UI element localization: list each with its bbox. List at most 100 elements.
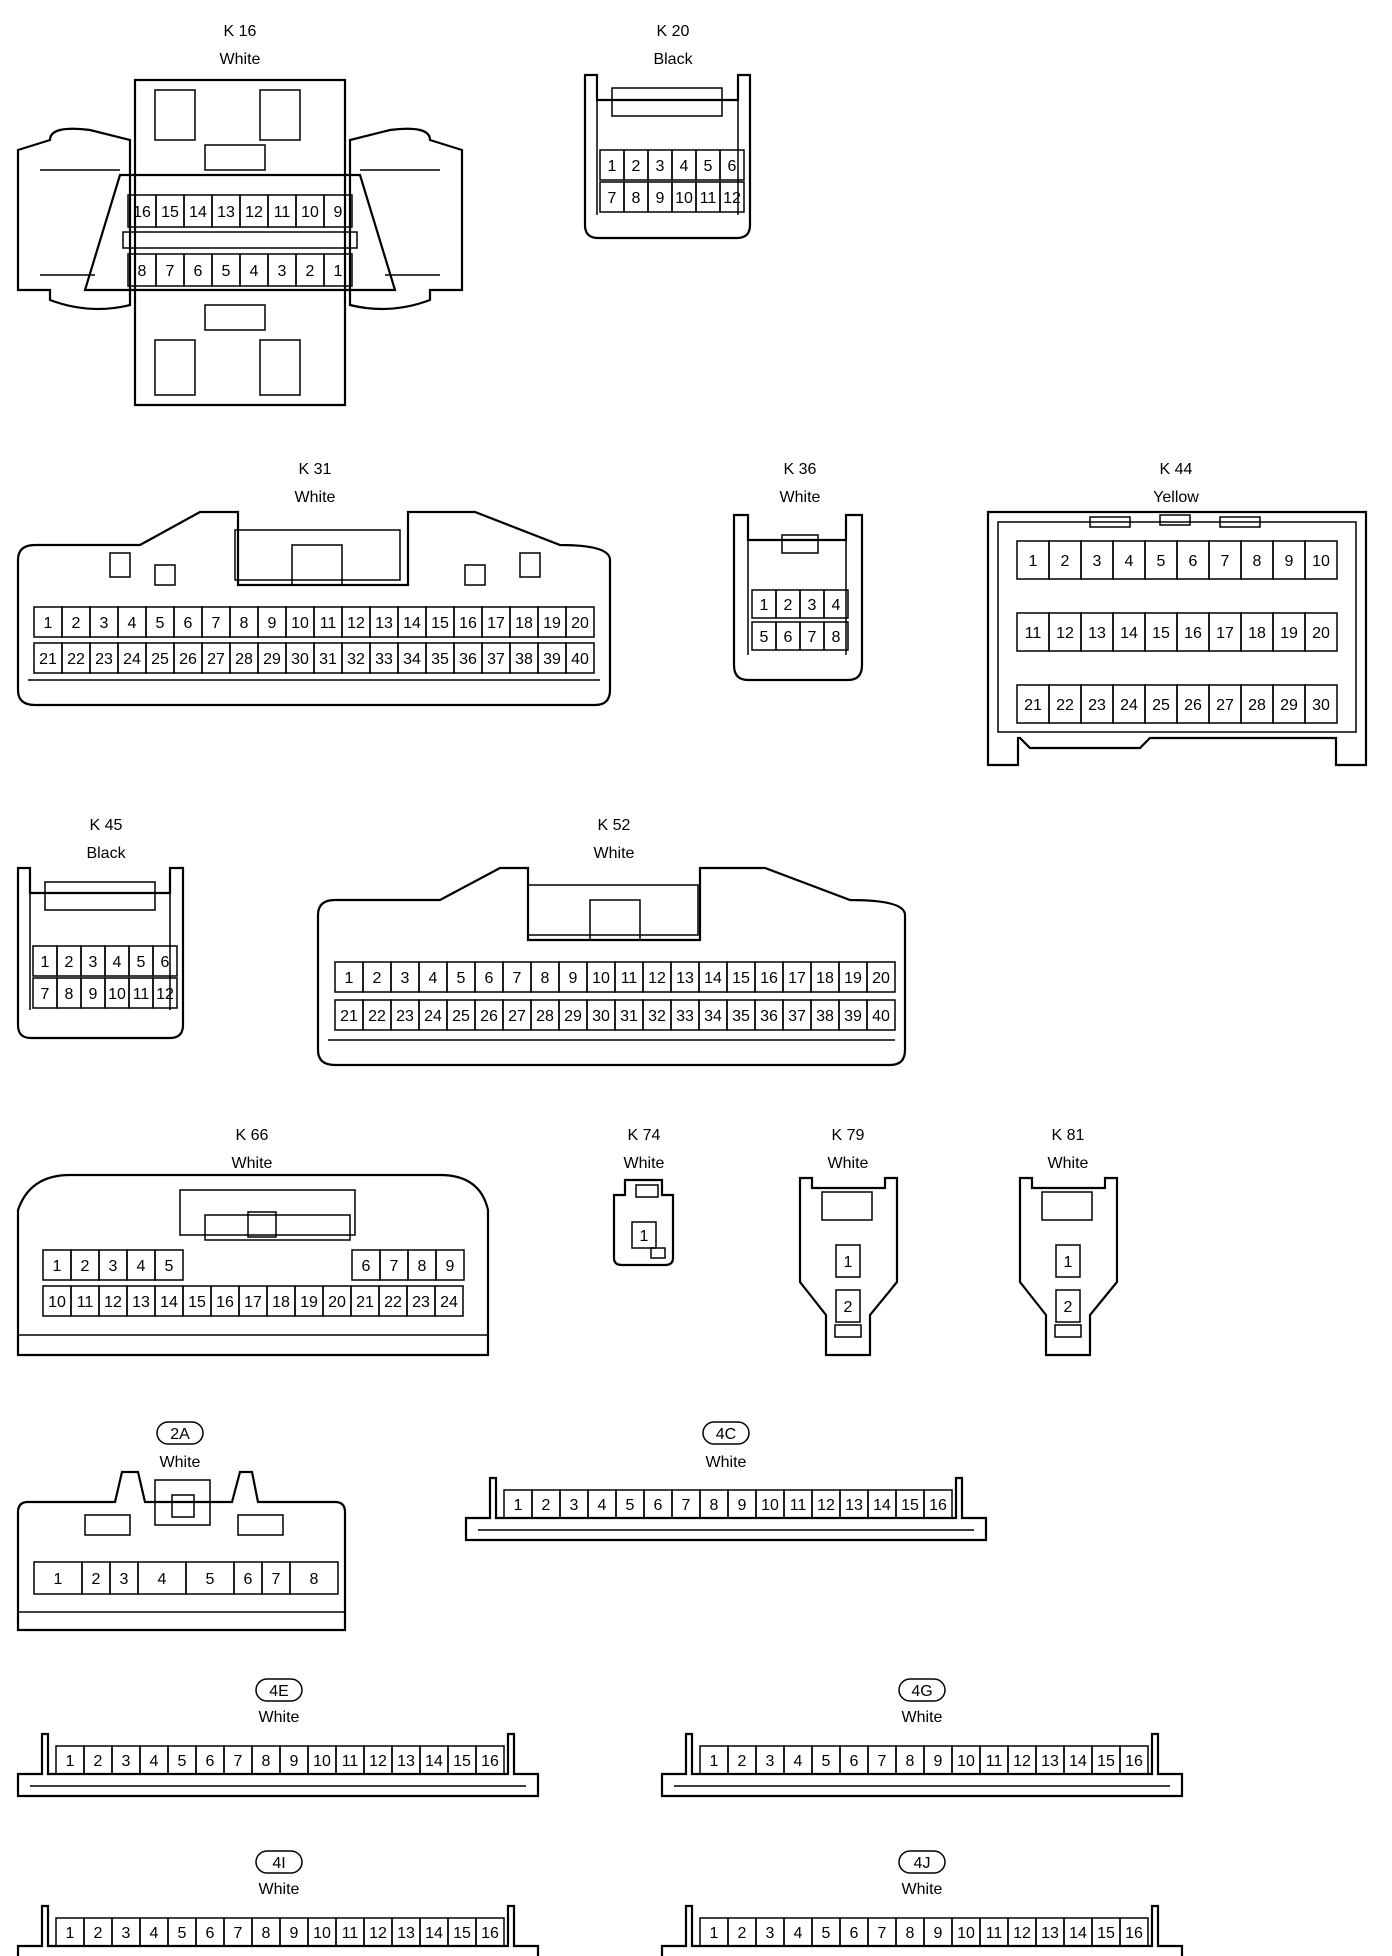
k31-pin-31-label: 31: [319, 651, 337, 668]
color-k31: White: [295, 489, 336, 506]
k20-pin-12-label: 12: [723, 190, 741, 207]
k81-pins: 12: [1055, 1244, 1081, 1323]
k52-pin-1-label: 1: [345, 970, 354, 987]
c2a-housing: [16, 1470, 347, 1632]
k45-pin-8-label: 8: [65, 986, 74, 1003]
k45-pin-6-label: 6: [161, 954, 170, 971]
k52-pin-30-label: 30: [592, 1008, 610, 1025]
k31-pin-15-label: 15: [431, 615, 449, 632]
k31-pin-1-label: 1: [44, 615, 53, 632]
c4c-pin-7-label: 7: [682, 1497, 691, 1514]
c4e-pin-6-label: 6: [206, 1753, 215, 1770]
c4e-pin-2-label: 2: [94, 1753, 103, 1770]
k44-pin-26-label: 26: [1184, 697, 1202, 714]
k31-pin-23-label: 23: [95, 651, 113, 668]
k79-pins: 12: [835, 1244, 861, 1323]
k16-pin-9-cell: [323, 194, 353, 228]
k44-pin-5-label: 5: [1157, 553, 1166, 570]
k31-pin-17-label: 17: [487, 615, 505, 632]
c4i-pin-16-label: 16: [481, 1925, 499, 1942]
k20-pin-5-label: 5: [704, 158, 713, 175]
k66-pin-8-label: 8: [418, 1258, 427, 1275]
k31-pin-4-label: 4: [128, 615, 137, 632]
c4j-pin-9-label: 9: [934, 1925, 943, 1942]
k66-pin-2-label: 2: [81, 1258, 90, 1275]
c4j-pin-11-label: 11: [986, 1925, 1003, 1942]
k31-pin-10-label: 10: [291, 615, 309, 632]
k52-pin-14-label: 14: [704, 970, 722, 987]
k16-pin-7-label: 7: [166, 263, 175, 280]
k31-pin-26-label: 26: [179, 651, 197, 668]
k16-pin-16-label: 16: [133, 204, 151, 221]
k81-pin-1-cell: [1055, 1244, 1081, 1278]
k20-pin-10-label: 10: [675, 190, 693, 207]
k44-pin-17-label: 17: [1216, 625, 1234, 642]
k52-pin-18-label: 18: [816, 970, 834, 987]
k52-pin-10-label: 10: [592, 970, 610, 987]
c4i-pin-8-label: 8: [262, 1925, 271, 1942]
c4e-pin-13-label: 13: [397, 1753, 415, 1770]
badge-4j-outline: [898, 1850, 946, 1874]
badge-4e-outline: [255, 1678, 303, 1702]
c4j-pin-6-label: 6: [850, 1925, 859, 1942]
c4c-pin-15-label: 15: [901, 1497, 919, 1514]
k52-pin-5-label: 5: [457, 970, 466, 987]
k16-pin-9-label: 9: [334, 204, 343, 221]
k16-pin-10-label: 10: [301, 204, 319, 221]
k66-pin-24-label: 24: [440, 1294, 458, 1311]
c4c-pin-14-label: 14: [873, 1497, 891, 1514]
k31-pin-36-label: 36: [459, 651, 477, 668]
k52-pin-37-label: 37: [788, 1008, 806, 1025]
title-k36: K 36: [784, 461, 817, 478]
c4i-pin-16-cell: [475, 1917, 505, 1947]
k79-pin-1-label: 1: [844, 1254, 853, 1271]
c4i-pin-12-label: 12: [369, 1925, 387, 1942]
k44-pin-24-label: 24: [1120, 697, 1138, 714]
k20-pin-1-label: 1: [608, 158, 617, 175]
k31-pin-30-label: 30: [291, 651, 309, 668]
k44-pin-25-label: 25: [1152, 697, 1170, 714]
k44-pin-3-label: 3: [1093, 553, 1102, 570]
c4e-pin-5-label: 5: [178, 1753, 187, 1770]
k20-pin-3-label: 3: [656, 158, 665, 175]
c4j-pin-4-label: 4: [794, 1925, 803, 1942]
k66-pin-3-label: 3: [109, 1258, 118, 1275]
k66-pin-4-label: 4: [137, 1258, 146, 1275]
k81-pin-1-label: 1: [1064, 1254, 1073, 1271]
k45-pin-3-label: 3: [89, 954, 98, 971]
k31-pin-16-label: 16: [459, 615, 477, 632]
k20-pin-7-label: 7: [608, 190, 617, 207]
k66-pin-10-label: 10: [48, 1294, 66, 1311]
c4e-pin-4-label: 4: [150, 1753, 159, 1770]
k52-pin-25-label: 25: [452, 1008, 470, 1025]
c4g-pin-1-label: 1: [710, 1753, 719, 1770]
c4c-pin-6-label: 6: [654, 1497, 663, 1514]
c4g-pin-16-label: 16: [1125, 1753, 1143, 1770]
c4i-pin-11-label: 11: [342, 1925, 359, 1942]
k66-pin-23-label: 23: [412, 1294, 430, 1311]
title-k16: K 16: [224, 23, 257, 40]
c4e-pin-7-label: 7: [234, 1753, 243, 1770]
c4c-pin-1-label: 1: [514, 1497, 523, 1514]
k66-pin-18-label: 18: [272, 1294, 290, 1311]
c4j-pin-10-label: 10: [957, 1925, 975, 1942]
k20-housing: [583, 73, 752, 240]
k31-pin-2-label: 2: [72, 615, 81, 632]
k52-pin-40-cell: [866, 999, 896, 1031]
k79-pin-1-cell: [835, 1244, 861, 1278]
k66-pin-6-label: 6: [362, 1258, 371, 1275]
k20-pin-4-label: 4: [680, 158, 689, 175]
c4i-pin-10-label: 10: [313, 1925, 331, 1942]
color-2a: White: [160, 1454, 201, 1471]
k44-pin-30-label: 30: [1312, 697, 1330, 714]
k44-pin-19-label: 19: [1280, 625, 1298, 642]
k36-pin-7-label: 7: [808, 629, 817, 646]
c4e-pin-16-label: 16: [481, 1753, 499, 1770]
title-4e: 4E: [269, 1683, 289, 1700]
k20-pin-12-cell: [719, 181, 745, 213]
title-2a: 2A: [170, 1426, 190, 1443]
k20-pin-11-label: 11: [700, 190, 717, 207]
